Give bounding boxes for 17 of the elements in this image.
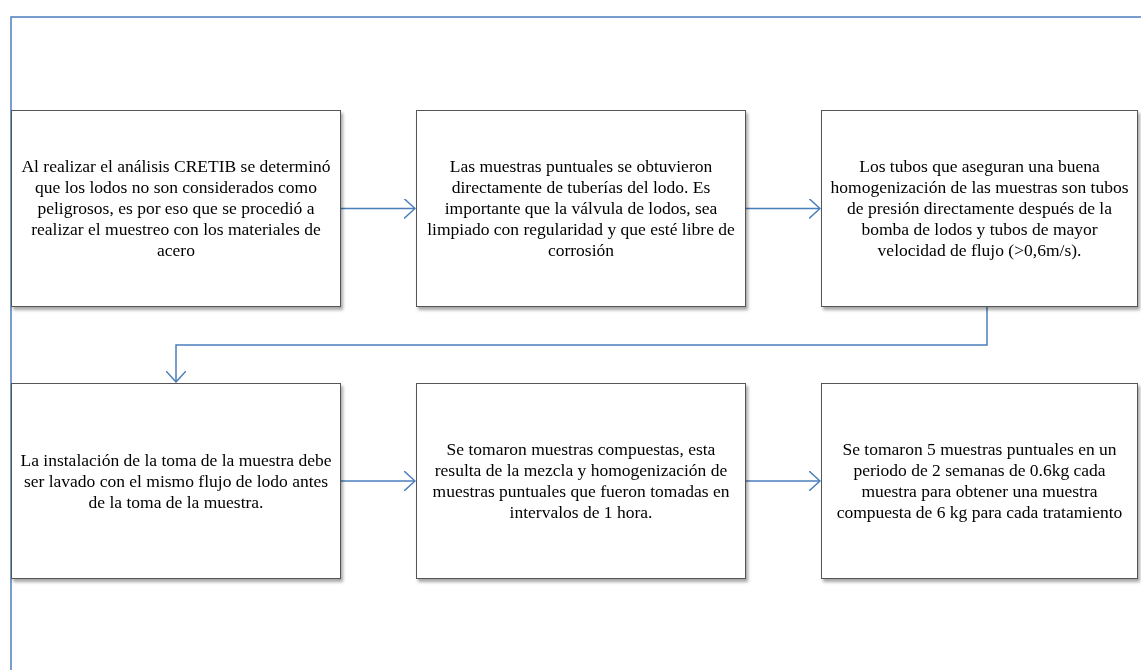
process-box <box>821 383 1138 579</box>
process-box <box>11 383 341 579</box>
arrow <box>165 306 988 383</box>
arrow <box>745 470 821 492</box>
process-box <box>821 110 1138 307</box>
step-text: La instalación de la toma de la muestra debe ser lavado con el mismo flujo de lodo antes de la toma de la muestra. <box>20 449 332 513</box>
step-text: Las muestras puntuales se obtuvieron directamente de tuberías del lodo. Es importante que la válvula de lodos, sea limpiado con regularidad y que esté libre de corrosión <box>426 156 736 261</box>
process-box <box>416 110 746 307</box>
arrow <box>340 470 416 492</box>
arrow <box>340 197 416 220</box>
step-text: Al realizar el análisis CRETIB se determinó que los lodos no son considerados como peligrosos, es por eso que se procedió a realizar el muestreo con los materiales de acero <box>20 156 332 261</box>
process-box <box>416 383 746 579</box>
step-text: Se tomaron muestras compuestas, esta resulta de la mezcla y homogenización de muestras puntuales que fueron tomadas en intervalos de 1 hora. <box>431 439 731 523</box>
arrow <box>745 197 821 220</box>
step-text: Se tomaron 5 muestras puntuales en un periodo de 2 semanas de 0.6kg cada muestra para obtener una muestra compuesta de 6 kg para cada tratamiento <box>835 439 1124 523</box>
process-box <box>11 110 341 307</box>
step-text: Los tubos que aseguran una buena homogenización de las muestras son tubos de presión directamente después de la bomba de lodos y tubos de mayor velocidad de flujo (>0,6m/s). <box>830 156 1129 261</box>
